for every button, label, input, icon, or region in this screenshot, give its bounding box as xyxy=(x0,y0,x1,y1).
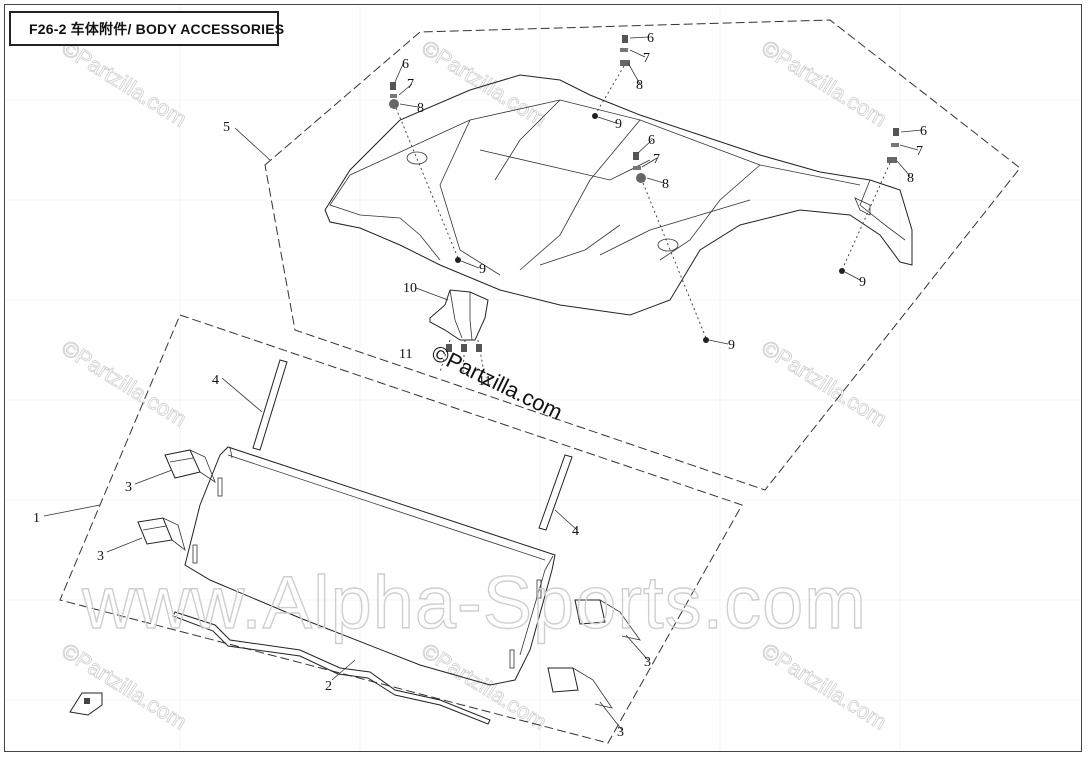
watermark-small: ©Partzilla.com xyxy=(757,35,891,132)
watermark-small: ©Partzilla.com xyxy=(57,335,191,432)
callout-8: 8 xyxy=(662,177,669,192)
callout-4: 4 xyxy=(572,524,579,539)
clip-9 xyxy=(703,337,709,343)
small-part-icon xyxy=(69,692,103,716)
washer-7 xyxy=(891,143,899,147)
watermark-small: ©Partzilla.com xyxy=(757,638,891,735)
screw-6 xyxy=(390,82,396,90)
watermark-small: ©Partzilla.com xyxy=(57,35,191,132)
rear-fender-group-outline xyxy=(264,19,1021,491)
background-grid xyxy=(6,6,1080,750)
washer-7 xyxy=(633,166,641,170)
seal-strips-4 xyxy=(252,359,573,531)
small-part-hole xyxy=(84,698,90,704)
watermark-small: ©Partzilla.com xyxy=(57,638,191,735)
screw-6 xyxy=(622,35,628,43)
watermark-small: ©Partzilla.com xyxy=(757,335,891,432)
callout-3: 3 xyxy=(644,655,651,670)
screw-6 xyxy=(893,128,899,136)
callout-11: 11 xyxy=(478,374,491,389)
callout-1: 1 xyxy=(33,511,40,526)
callout-8: 8 xyxy=(417,101,424,116)
nut-8 xyxy=(887,157,897,163)
nut-8 xyxy=(636,173,646,183)
nut-8 xyxy=(389,99,399,109)
callout-6: 6 xyxy=(920,124,927,139)
lower-bar-2 xyxy=(172,611,491,725)
callout-7: 7 xyxy=(407,77,414,92)
fasteners xyxy=(389,35,899,343)
callout-6: 6 xyxy=(648,133,655,148)
callout-labels: 5 1 2 3 3 3 3 4 4 6 7 8 6 7 8 6 7 8 6 7 … xyxy=(33,31,927,740)
washer-7 xyxy=(390,94,397,98)
callout-6: 6 xyxy=(402,57,409,72)
screw-6 xyxy=(633,152,639,160)
clip-9 xyxy=(592,113,598,119)
diagram-title-box: F26-2 车体附件/ BODY ACCESSORIES xyxy=(9,11,284,46)
callout-10: 10 xyxy=(403,281,417,296)
watermark-small: ©Partzilla.com xyxy=(417,638,551,735)
clip-9 xyxy=(455,257,461,263)
callout-8: 8 xyxy=(636,78,643,93)
callout-7: 7 xyxy=(643,51,650,66)
callout-2: 2 xyxy=(325,679,332,694)
callout-11: 11 xyxy=(399,347,412,362)
callout-3: 3 xyxy=(617,725,624,740)
callout-6: 6 xyxy=(647,31,654,46)
callout-3: 3 xyxy=(97,549,104,564)
callout-9: 9 xyxy=(859,275,866,290)
callout-3: 3 xyxy=(125,480,132,495)
nut-8 xyxy=(620,60,630,66)
callout-7: 7 xyxy=(653,152,660,167)
callout-5: 5 xyxy=(223,120,230,135)
callout-8: 8 xyxy=(907,171,914,186)
rear-fender-body xyxy=(324,74,913,316)
callout-4: 4 xyxy=(212,373,219,388)
leader-lines xyxy=(43,36,923,731)
diagram-frame xyxy=(4,4,1082,752)
windshield-group-outline xyxy=(59,314,743,744)
windshield-panel-1 xyxy=(184,446,556,686)
callout-9: 9 xyxy=(479,262,486,277)
callout-7: 7 xyxy=(916,144,923,159)
bracket-10 xyxy=(429,289,489,373)
washer-7 xyxy=(620,48,628,52)
watermark-big: www.Alpha-Sports.com xyxy=(81,561,867,644)
clip-9 xyxy=(839,268,845,274)
callout-9: 9 xyxy=(615,117,622,132)
callout-9: 9 xyxy=(728,338,735,353)
diagram-title: F26-2 车体附件/ BODY ACCESSORIES xyxy=(29,20,285,37)
